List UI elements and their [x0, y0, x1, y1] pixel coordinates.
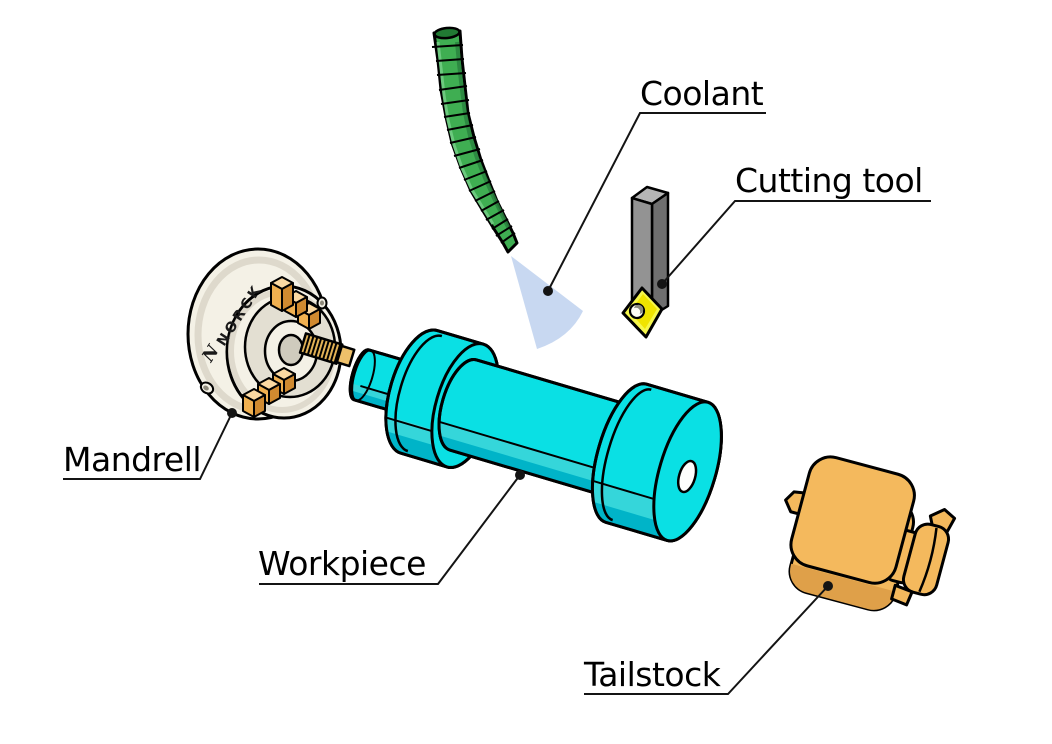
- tailstock-foot: [890, 583, 914, 607]
- label-workpiece: Workpiece: [258, 544, 426, 583]
- jaw-step-front-face: [270, 282, 283, 312]
- hose-shadow: [455, 41, 511, 230]
- jaw-step-side-face: [283, 373, 296, 395]
- jaw-step-side-face: [253, 394, 266, 418]
- leader-dot-mandrell: [227, 408, 237, 418]
- cutting-tool: [621, 185, 670, 339]
- tailstock: [784, 455, 957, 615]
- jaw-step-side-face: [308, 308, 321, 330]
- leader-coolant: [547, 112, 766, 292]
- hose-opening: [433, 26, 461, 40]
- hose-segment-dividers: [431, 44, 516, 244]
- chuck-center-hole: [277, 333, 305, 367]
- label-tailstock: Tailstock: [583, 655, 722, 694]
- chuck-screw: [298, 332, 356, 368]
- leader-tailstock: [584, 585, 829, 695]
- leader-dot-cutting-tool: [657, 279, 667, 289]
- leader-dot-workpiece: [515, 470, 525, 480]
- screw-thread-lines: [302, 334, 342, 364]
- annotations: Coolant Cutting tool Mandrell Workpiece …: [63, 74, 931, 695]
- leader-cutting-tool: [661, 200, 931, 285]
- flange-left-face-edge: [394, 334, 443, 453]
- jaw-step-side-face: [295, 296, 308, 318]
- coolant-spray: [511, 256, 583, 349]
- chuck-face-hole-center: [320, 300, 324, 306]
- leader-dot-tailstock: [823, 581, 833, 591]
- leader-dot-coolant: [543, 286, 553, 296]
- tailstock-knob-edge: [918, 527, 938, 593]
- jaw-step-side-face: [281, 282, 294, 312]
- disc-left-face-edge: [600, 388, 652, 522]
- stub-outline: [348, 348, 444, 423]
- coolant-hose: [431, 26, 519, 254]
- screw-tip: [335, 344, 356, 368]
- hose-highlight: [436, 41, 495, 225]
- leader-mandrell: [63, 412, 233, 480]
- tool-insert-hole-highlight: [631, 307, 641, 317]
- tailstock-shadow-band: [785, 559, 919, 615]
- disc-center-hole: [676, 459, 698, 494]
- chuck-rim-hole-center: [203, 385, 209, 391]
- label-cutting-tool: Cutting tool: [735, 161, 923, 200]
- label-mandrell: Mandrell: [63, 440, 201, 479]
- chuck-jaw-bottom: [242, 367, 296, 418]
- mandrell-chuck: N NORCK: [186, 247, 356, 421]
- label-coolant: Coolant: [640, 74, 764, 113]
- chuck-jaw-top: [270, 276, 321, 330]
- workpiece: [345, 328, 723, 549]
- tool-side-face: [650, 191, 670, 318]
- leader-workpiece: [259, 474, 521, 585]
- tailstock-face: [789, 455, 916, 585]
- jaw-step-side-face: [268, 383, 281, 405]
- tailstock-knob: [901, 522, 951, 597]
